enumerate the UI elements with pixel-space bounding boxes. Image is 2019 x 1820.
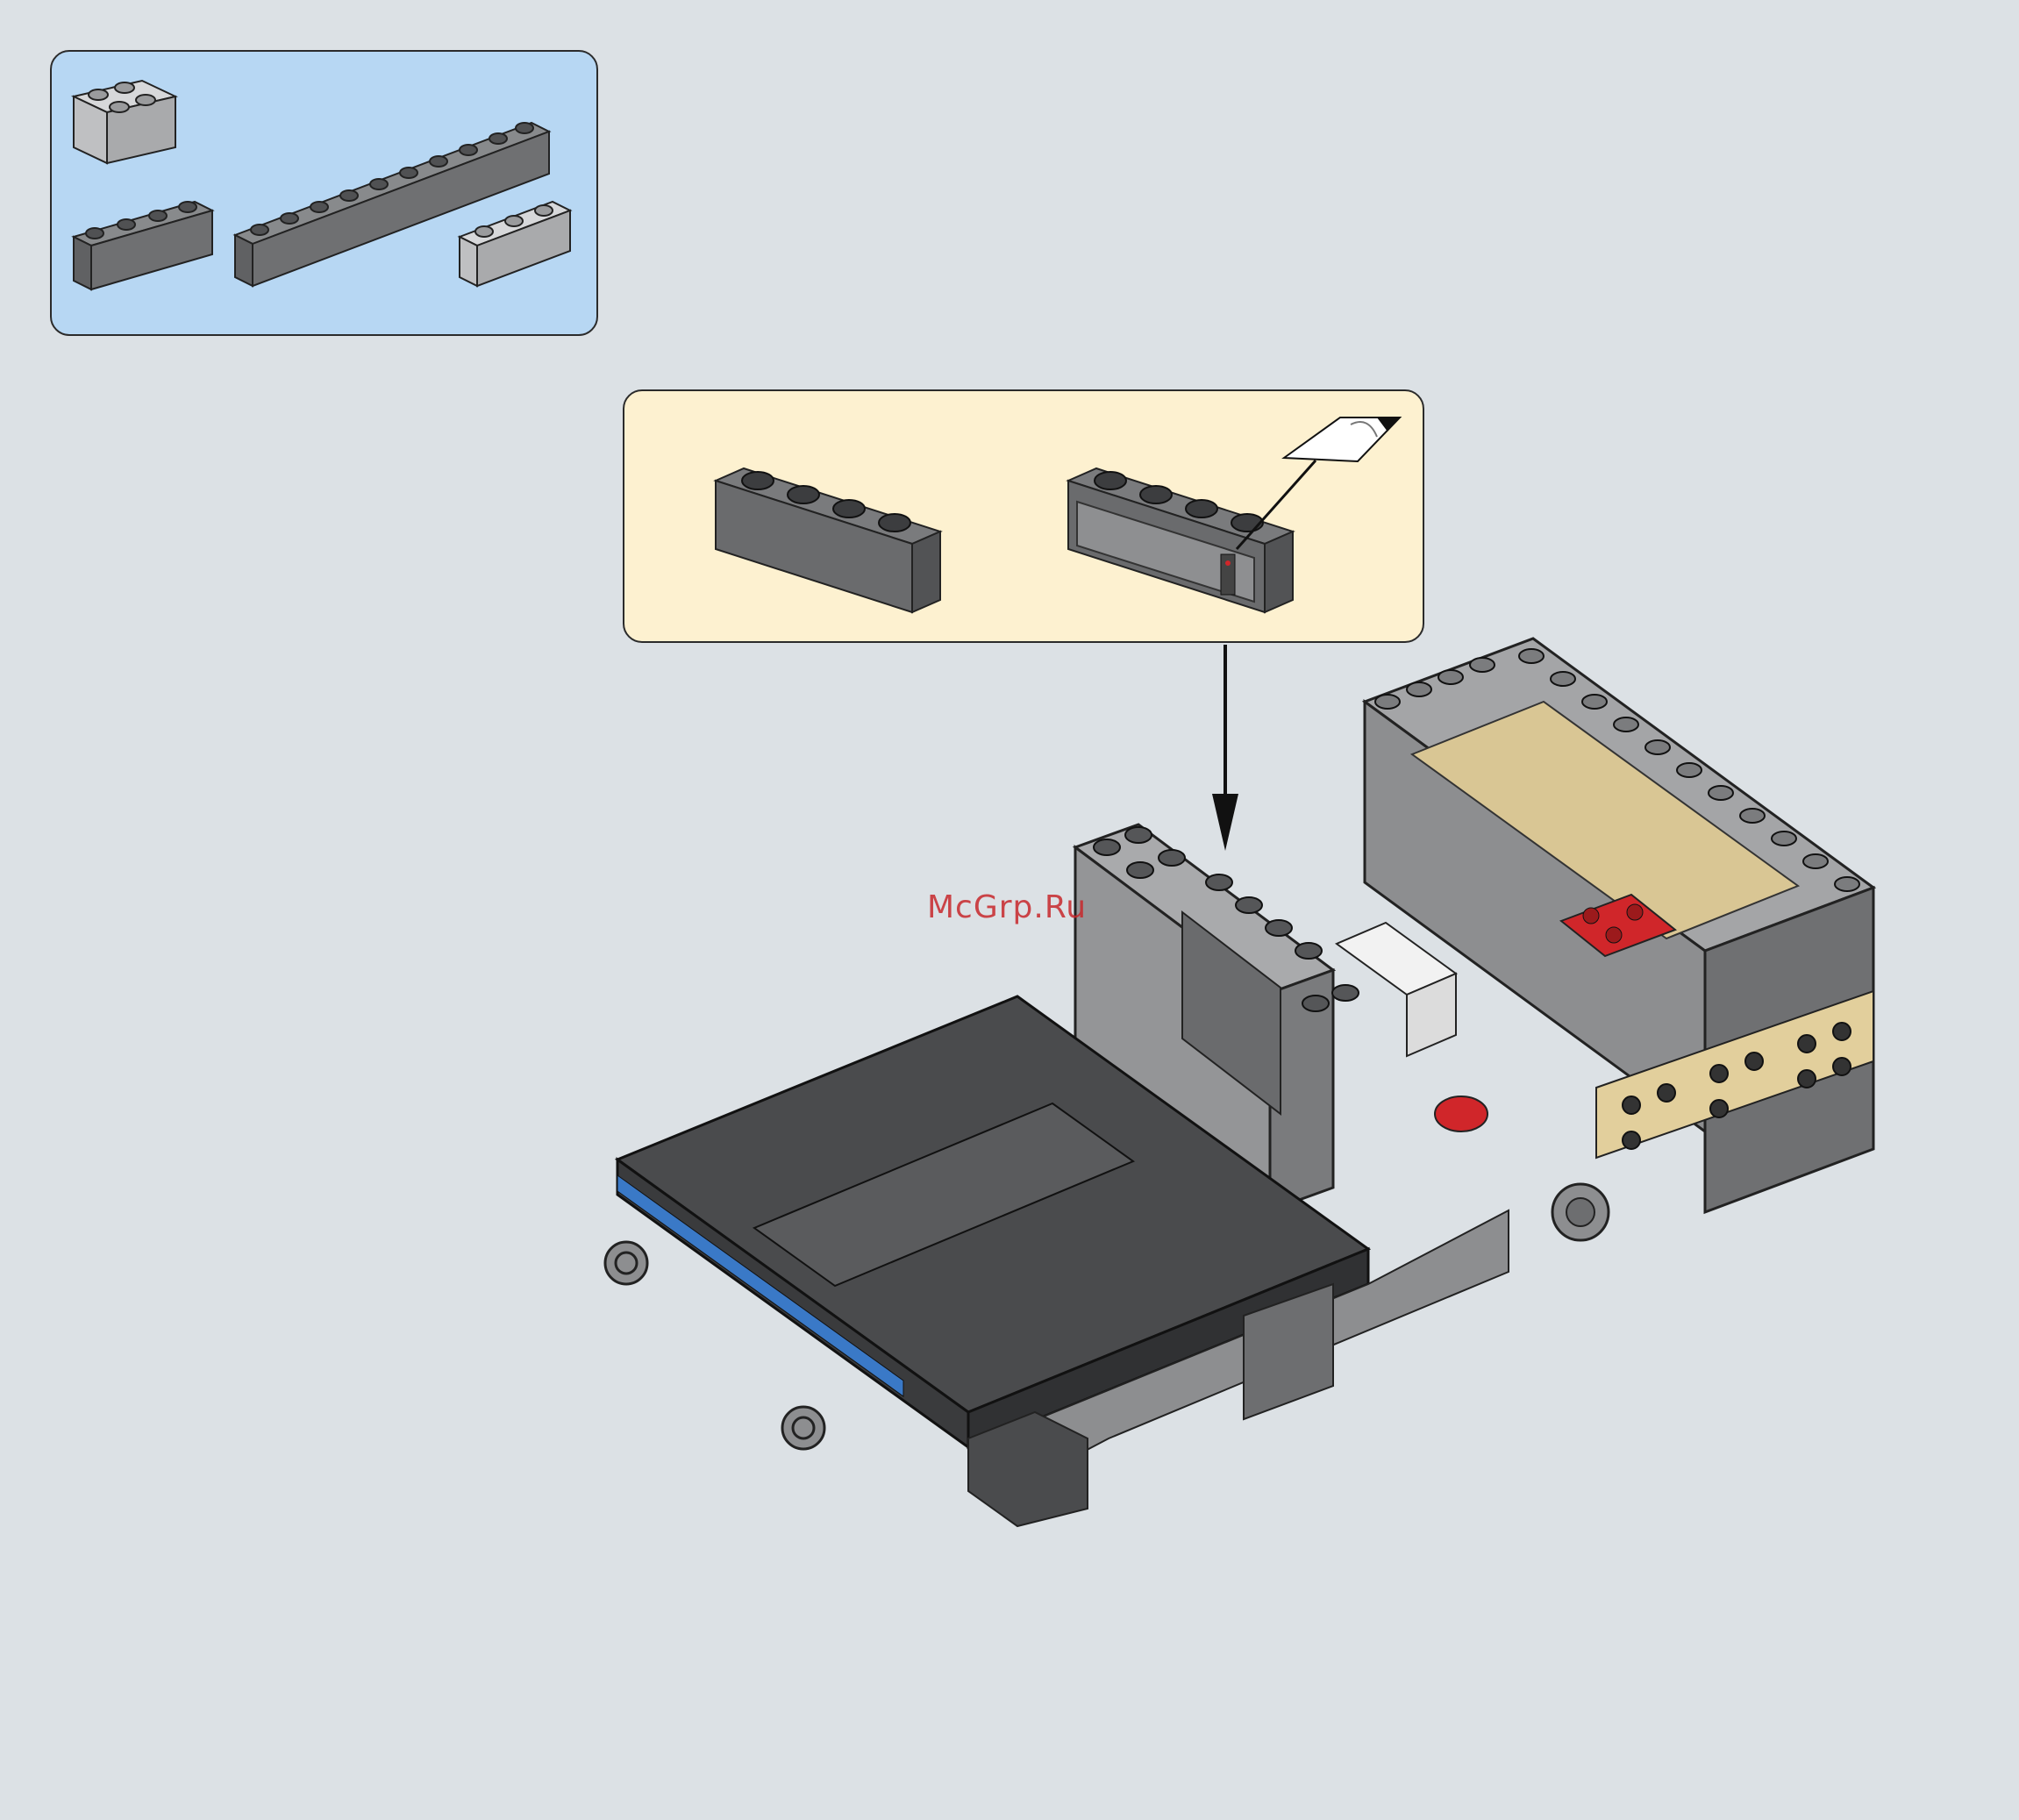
watermark: McGrp.Ru xyxy=(927,889,1087,925)
model-rear-structure xyxy=(1365,639,1873,1212)
parts-list-panel xyxy=(50,50,598,336)
model-front-towers xyxy=(1075,824,1359,1210)
model-white-parts xyxy=(1337,923,1456,1056)
subassembly-panel xyxy=(623,389,1424,643)
model-baseplate xyxy=(617,996,1368,1447)
model-tan-beams xyxy=(1596,991,1873,1158)
model-chassis xyxy=(605,1184,1609,1526)
model-red-parts xyxy=(1435,895,1675,1131)
